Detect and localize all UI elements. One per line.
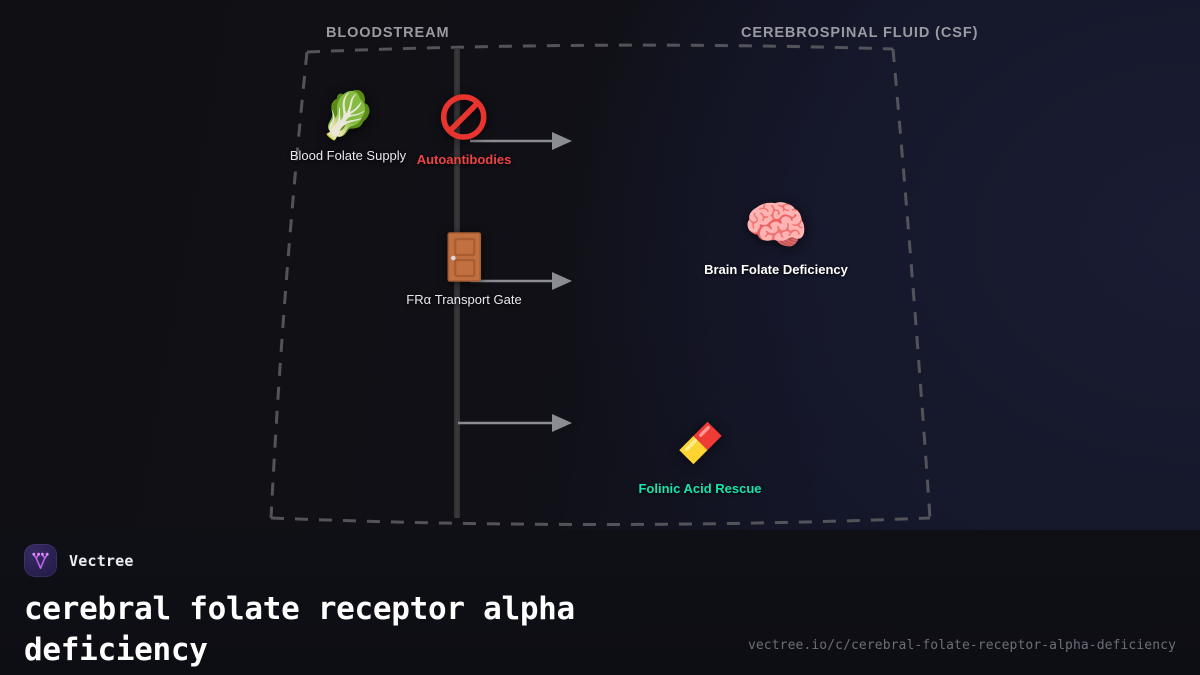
blood-csf-barrier	[454, 48, 460, 518]
footer-url: vectree.io/c/cerebral-folate-receptor-al…	[747, 638, 1176, 653]
node-label-folinic-acid-rescue: Folinic Acid Rescue	[638, 481, 762, 496]
node-folinic-acid-rescue[interactable]: Folinic Acid Rescue	[638, 415, 762, 496]
node-fra-transport-gate[interactable]: FRα Transport Gate	[406, 232, 522, 307]
leafy-green-emoji: 🥬	[319, 89, 377, 141]
page-title: cerebral folate receptor alpha deficienc…	[24, 591, 575, 668]
arrow-blocked-transport	[470, 132, 572, 150]
footer-bar: Vectree cerebral folate receptor alpha d…	[0, 530, 1200, 675]
arrow-gate-transport	[470, 272, 572, 290]
brand-name: Vectree	[69, 551, 134, 570]
node-label-autoantibodies: Autoantibodies	[416, 152, 512, 167]
node-autoantibodies[interactable]: Autoantibodies	[416, 92, 512, 167]
concept-diagram: BLOODSTREAM CEREBROSPINAL FLUID (CSF) 🥬 …	[269, 25, 979, 526]
node-brain-folate-deficiency[interactable]: 🧠 Brain Folate Deficiency	[704, 200, 848, 277]
prohibited-sign-icon	[439, 92, 489, 142]
region-label-csf: CEREBROSPINAL FLUID (CSF)	[741, 25, 979, 41]
door-emoji	[446, 232, 482, 282]
node-label-fra-transport-gate: FRα Transport Gate	[406, 292, 522, 307]
arrow-rescue-transport	[458, 414, 572, 432]
node-label-blood-folate-supply: Blood Folate Supply	[289, 148, 407, 163]
node-blood-folate-supply[interactable]: 🥬 Blood Folate Supply	[290, 92, 406, 163]
brain-emoji: 🧠	[743, 197, 809, 255]
vectree-branch-logo	[24, 544, 57, 577]
region-label-bloodstream: BLOODSTREAM	[326, 25, 450, 41]
node-label-brain-folate-deficiency: Brain Folate Deficiency	[704, 262, 848, 277]
brand-row: Vectree	[24, 544, 1176, 577]
pill-capsule-icon	[672, 415, 728, 471]
membrane-boundary	[269, 43, 932, 526]
